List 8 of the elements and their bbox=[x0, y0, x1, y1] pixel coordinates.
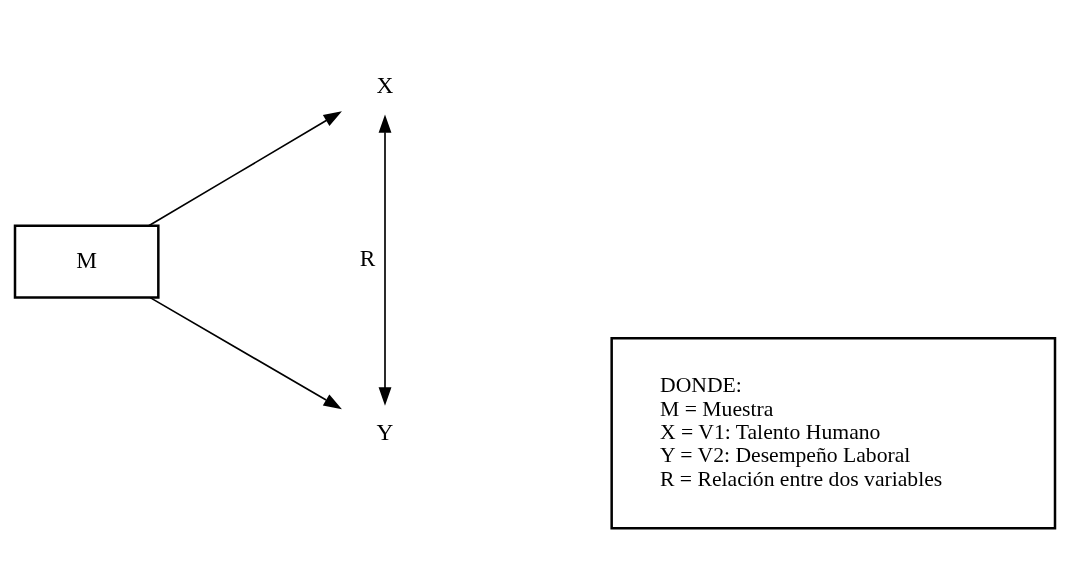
arrow bbox=[149, 296, 342, 410]
arrow bbox=[147, 111, 342, 227]
edge-label: R bbox=[359, 245, 376, 272]
node-text: Y bbox=[376, 418, 394, 445]
node-box: DONDE: M = Muestra X = V1: Talento Humano Y = V2: Desempeño Laboral R = Relación entre dos variables bbox=[610, 337, 1057, 530]
node-text: X bbox=[376, 71, 394, 98]
arrow bbox=[378, 114, 392, 406]
node-box: M bbox=[13, 224, 160, 299]
